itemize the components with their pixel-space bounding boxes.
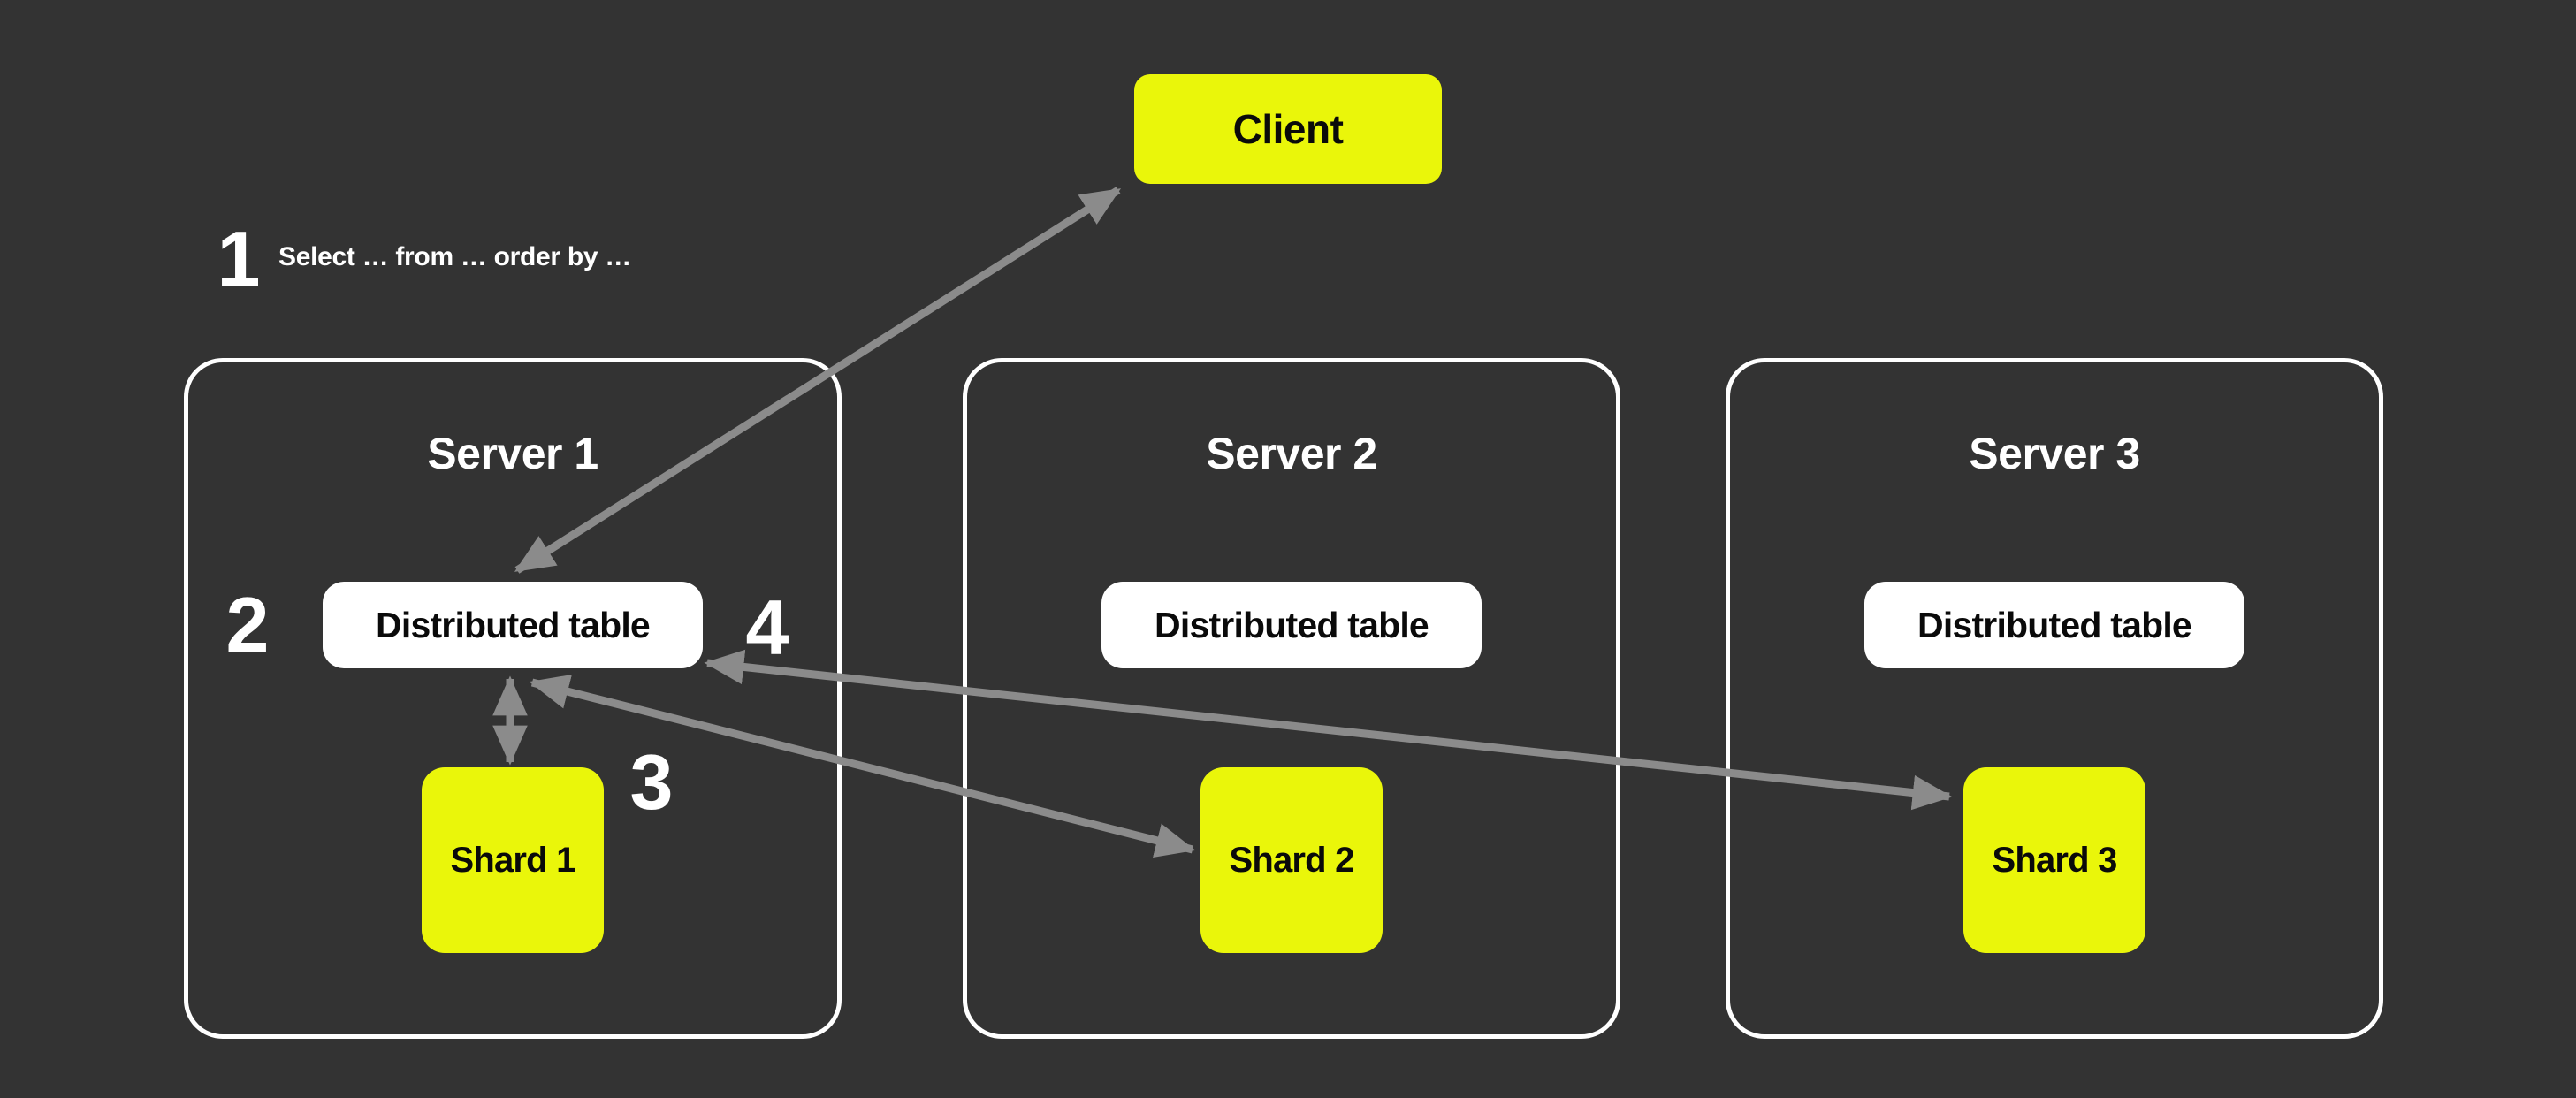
shard-1-node: Shard 1: [422, 767, 604, 953]
step-2-number: 2: [225, 581, 270, 668]
server-2-box: Server 2 Distributed table Shard 2: [963, 358, 1620, 1039]
client-label: Client: [1232, 106, 1344, 152]
server-3-box: Server 3 Distributed table Shard 3: [1726, 358, 2383, 1039]
server-3-title: Server 3: [1969, 429, 2140, 478]
distributed-table-1: Distributed table: [323, 582, 703, 668]
shard-3-node: Shard 3: [1963, 767, 2145, 953]
query-text: Select … from … order by …: [278, 242, 631, 271]
server-2-title: Server 2: [1206, 429, 1377, 478]
server-1-title: Server 1: [427, 429, 598, 478]
shard-2-node: Shard 2: [1200, 767, 1383, 953]
client-node: Client: [1134, 74, 1442, 184]
step-1-number: 1: [217, 215, 261, 302]
distributed-table-2: Distributed table: [1101, 582, 1482, 668]
server-1-box: Server 1 Distributed table Shard 1: [184, 358, 842, 1039]
step-3-number: 3: [629, 738, 674, 826]
distributed-table-3: Distributed table: [1864, 582, 2244, 668]
step-4-number: 4: [745, 583, 789, 671]
